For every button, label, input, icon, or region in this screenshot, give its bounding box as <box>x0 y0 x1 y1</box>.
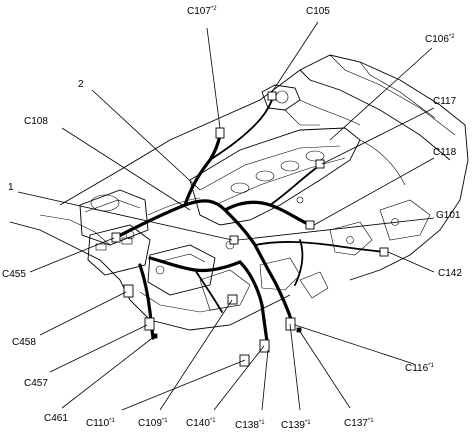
connectors <box>111 91 389 367</box>
label-c139: C139*1 <box>281 420 311 431</box>
label-c458: C458 <box>12 337 36 348</box>
label-c138: C138*1 <box>235 420 265 431</box>
leader-lines <box>17 21 435 411</box>
connector-c140 <box>259 339 270 353</box>
label-c109: C109*1 <box>138 418 168 429</box>
callout-labels: C107*2 C105 C106*2 2 C117 C108 C118 1 G1… <box>2 6 462 431</box>
connector-c109 <box>227 294 238 305</box>
label-c142: C142 <box>438 268 462 279</box>
label-c461: C461 <box>44 413 68 424</box>
engine-compartment-drawing <box>9 54 469 331</box>
connector-c117 <box>315 159 325 169</box>
connector-c105 <box>267 91 277 101</box>
connector-c457 <box>144 317 155 331</box>
label-c110: C110*1 <box>86 418 116 429</box>
label-c108: C108 <box>24 116 48 127</box>
label-c107: C107*2 <box>187 6 217 17</box>
label-g101: G101 <box>436 210 461 221</box>
label-c105: C105 <box>306 6 330 17</box>
label-c118: C118 <box>433 147 457 158</box>
label-c140: C140*1 <box>186 418 216 429</box>
label-c137: C137*1 <box>344 418 374 429</box>
label-c116: C116*1 <box>405 363 435 374</box>
label-c117: C117 <box>433 96 457 107</box>
wire-harness <box>113 99 386 350</box>
connector-c458 <box>123 284 134 298</box>
label-c106: C106*2 <box>425 34 455 45</box>
connector-c455 <box>111 232 121 243</box>
label-2: 2 <box>78 79 84 90</box>
connector-c142 <box>379 247 389 257</box>
label-c457: C457 <box>24 378 48 389</box>
label-c455: C455 <box>2 269 26 280</box>
label-1: 1 <box>8 182 14 193</box>
connector-c107 <box>215 127 225 139</box>
connector-c118 <box>305 220 315 230</box>
